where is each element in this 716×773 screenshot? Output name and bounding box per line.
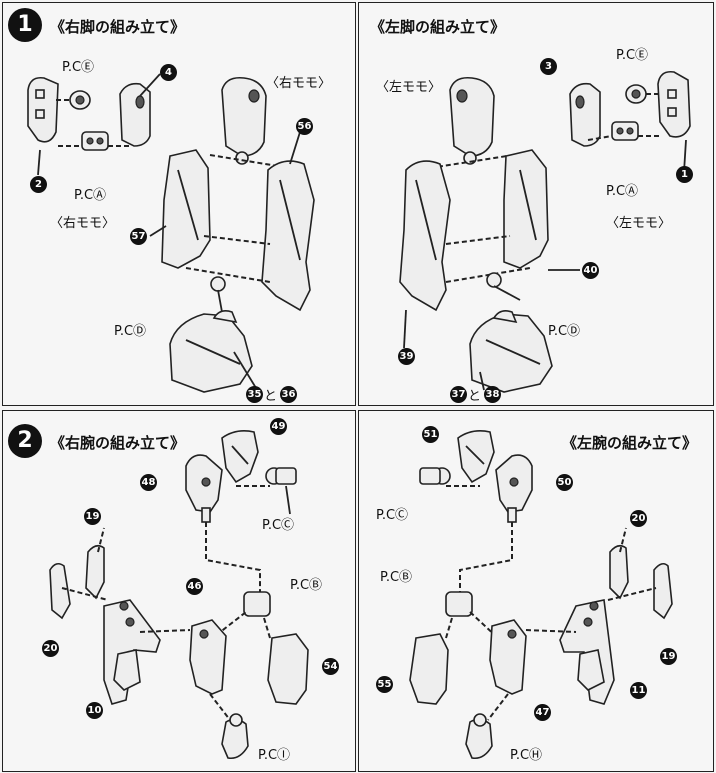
right-leg-and: と <box>264 389 278 404</box>
right-leg-pc-a: P.CⒶ <box>74 188 107 203</box>
part-55: 55 <box>376 676 393 693</box>
left-arm-pc-c: P.CⒸ <box>376 508 409 523</box>
left-arm-pc-b: P.CⒷ <box>380 570 413 585</box>
part-56: 56 <box>296 118 313 135</box>
right-leg-pc-e: P.CⒺ <box>62 60 95 75</box>
left-leg-thigh-label-big: 〈左モモ〉 <box>376 80 442 95</box>
right-arm-pc-c: P.CⒸ <box>262 518 295 533</box>
part-2: 2 <box>30 176 47 193</box>
part-4: 4 <box>160 64 177 81</box>
part-50: 50 <box>556 474 573 491</box>
right-leg-title: 《右脚の組み立て》 <box>50 18 186 36</box>
part-19-right: 19 <box>84 508 101 525</box>
left-leg-title: 《左脚の組み立て》 <box>370 18 506 36</box>
part-20-left: 20 <box>630 510 647 527</box>
left-leg-pc-a: P.CⒶ <box>606 184 639 199</box>
left-arm-pc-h: P.CⒽ <box>510 748 543 763</box>
part-39: 39 <box>398 348 415 365</box>
step-2-badge: 2 <box>8 424 42 458</box>
right-arm-pc-i: P.CⒾ <box>258 748 291 763</box>
left-leg-pc-d: P.CⒹ <box>548 324 581 339</box>
part-37: 37 <box>450 386 467 403</box>
right-leg-thigh-label-big: 〈右モモ〉 <box>266 76 332 91</box>
part-49: 49 <box>270 418 287 435</box>
right-arm-pc-b: P.CⒷ <box>290 578 323 593</box>
part-19-left: 19 <box>660 648 677 665</box>
part-11: 11 <box>630 682 647 699</box>
part-51: 51 <box>422 426 439 443</box>
right-arm-title: 《右腕の組み立て》 <box>50 434 186 452</box>
part-48: 48 <box>140 474 157 491</box>
step-1-badge: 1 <box>8 8 42 42</box>
left-leg-and: と <box>468 389 482 404</box>
right-leg-pc-d: P.CⒹ <box>114 324 147 339</box>
part-54: 54 <box>322 658 339 675</box>
left-leg-thigh-label-small: 〈左モモ〉 <box>606 216 672 231</box>
right-leg-thigh-label-small: 〈右モモ〉 <box>50 216 116 231</box>
part-46: 46 <box>186 578 203 595</box>
part-47: 47 <box>534 704 551 721</box>
part-3: 3 <box>540 58 557 75</box>
part-10: 10 <box>86 702 103 719</box>
left-leg-pc-e: P.CⒺ <box>616 48 649 63</box>
part-40: 40 <box>582 262 599 279</box>
part-20-right: 20 <box>42 640 59 657</box>
part-36: 36 <box>280 386 297 403</box>
part-38: 38 <box>484 386 501 403</box>
part-1: 1 <box>676 166 693 183</box>
left-arm-title: 《左腕の組み立て》 <box>562 434 698 452</box>
part-35: 35 <box>246 386 263 403</box>
part-57: 57 <box>130 228 147 245</box>
